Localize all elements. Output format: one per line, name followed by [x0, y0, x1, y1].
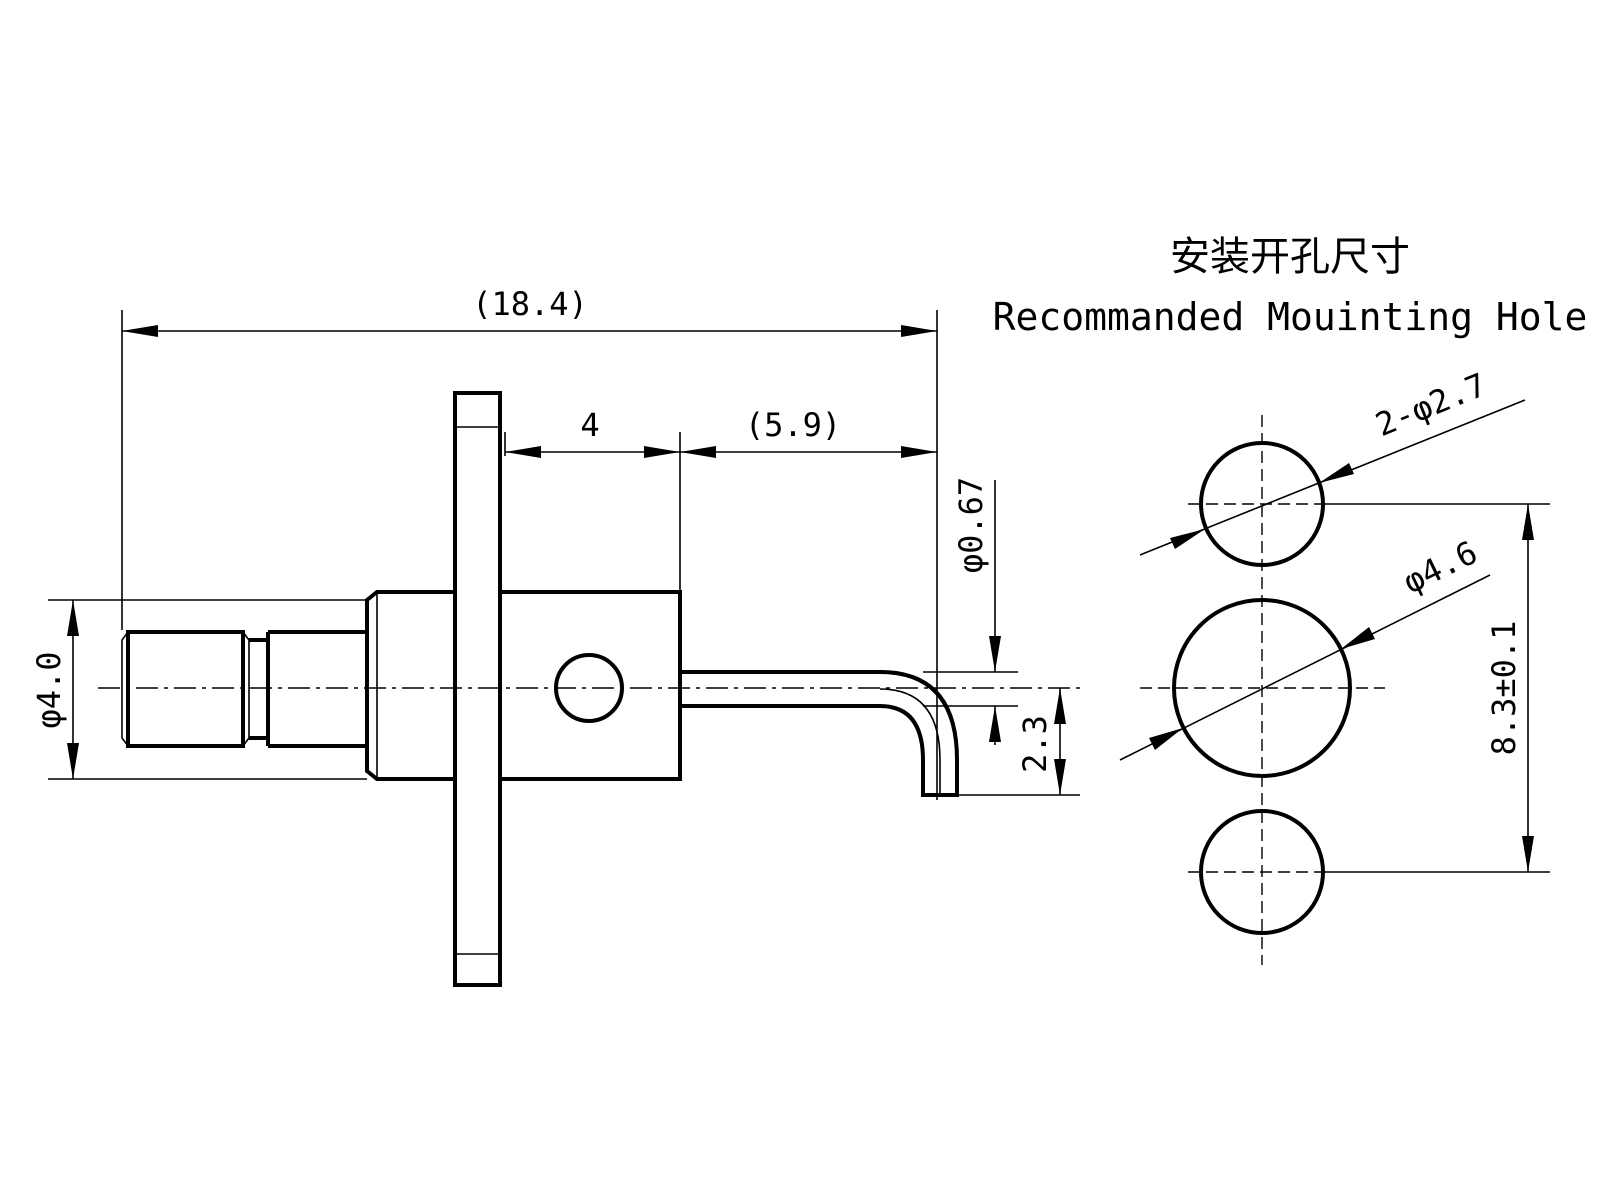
dim-pin-diameter: φ0.67: [952, 477, 990, 573]
plug-neck: [268, 630, 367, 748]
dim-pin-offset: 2.3: [1016, 715, 1054, 773]
bent-pin: [680, 670, 959, 797]
dim-pin-length: (5.9): [745, 406, 841, 444]
title-english: Recommanded Mouinting Hole: [993, 295, 1588, 339]
connector-body: [365, 590, 682, 781]
mounting-hole-pattern: 安装开孔尺寸 Recommanded Mouinting Hole 8.3±0.…: [993, 234, 1588, 965]
left-dimensions: (18.4) 4 (5.9) φ4.0 φ0.67 2.3: [30, 285, 1080, 800]
dim-body-length: 4: [580, 406, 599, 444]
dim-overall-length: (18.4): [472, 285, 588, 323]
title-chinese: 安装开孔尺寸: [1170, 234, 1410, 280]
dim-body-diameter: φ4.0: [30, 651, 68, 728]
plug-front: [126, 630, 245, 748]
dim-small-holes: 2-φ2.7: [1370, 366, 1491, 445]
dim-hole-spacing: 8.3±0.1: [1485, 621, 1523, 756]
mounting-flange: [453, 391, 502, 987]
connector-side-view: [98, 391, 1080, 987]
large-hole-center: [1172, 598, 1352, 778]
dim-large-hole: φ4.6: [1397, 533, 1483, 601]
